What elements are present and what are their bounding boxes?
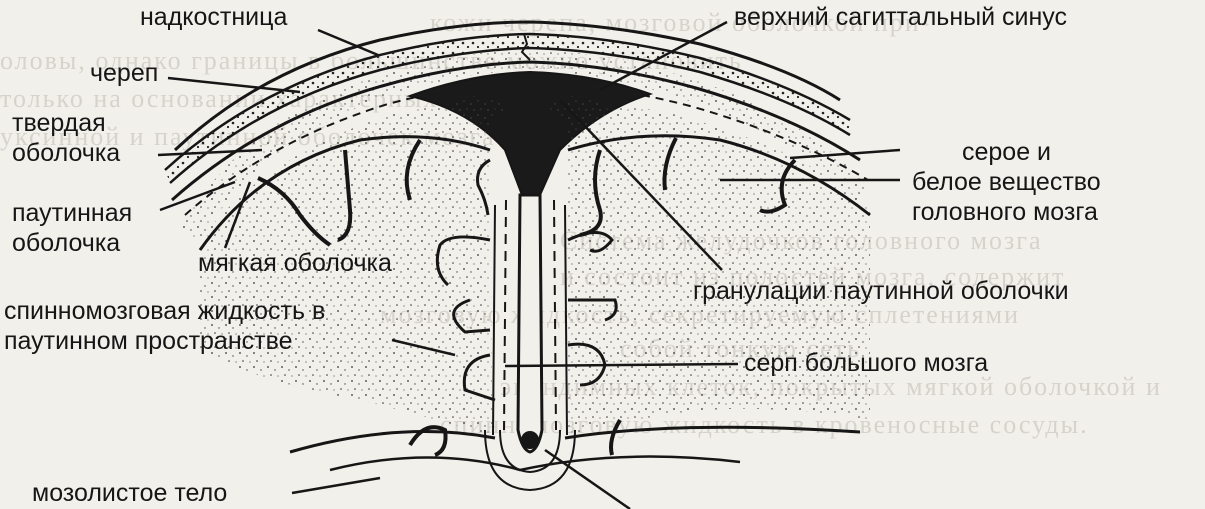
- label-dura-mater-line-2: оболочка: [12, 139, 121, 167]
- label-dura-mater: твердая оболочка: [12, 108, 120, 168]
- label-gray-white-matter-line-3: головного мозга: [912, 198, 1098, 226]
- leader-pia: [223, 181, 252, 249]
- falx-inner-left: [492, 204, 496, 436]
- leader-falx: [504, 362, 739, 368]
- falx-inner-right: [564, 204, 568, 436]
- label-csf-line-1: спинномозговая жидкость в: [4, 297, 326, 325]
- sagittal-suture: [520, 33, 531, 61]
- sulcus-left-7: [462, 353, 496, 402]
- sulcus-right-4: [567, 231, 614, 253]
- sulcus-left-2: [337, 149, 353, 242]
- periosteum-layer: [173, 20, 841, 152]
- leader-periosteum: [317, 28, 379, 57]
- label-arachnoid: паутинная оболочка: [12, 198, 132, 258]
- leader-arachnoid: [159, 180, 236, 212]
- dura-line: [171, 60, 861, 202]
- sulcus-left-4: [476, 158, 491, 216]
- falx-dashes-left: [503, 199, 507, 431]
- sulcus-right-1: [579, 149, 603, 237]
- label-corpus-callosum: мозолистое тело: [32, 479, 228, 507]
- sulcus-left-1: [257, 176, 332, 247]
- leader-csf: [391, 338, 456, 357]
- sulcus-left-3: [404, 138, 422, 201]
- falx-sinus: [521, 431, 539, 449]
- lower-dura-left: [289, 430, 496, 454]
- sulcus-right-3: [759, 158, 797, 214]
- sulcus-right-2: [662, 137, 678, 191]
- label-skull: череп: [90, 59, 159, 87]
- sulcus-right-7: [609, 418, 622, 456]
- label-gray-white-matter-line-2: белое вещество: [912, 168, 1101, 196]
- lower-membrane: [329, 455, 741, 472]
- leader-skull: [167, 76, 301, 94]
- label-dura-mater-line-1: твердая: [12, 109, 106, 137]
- lower-dura-right: [564, 425, 861, 440]
- label-arachnoid-line-1: паутинная: [12, 199, 133, 227]
- label-falx-cerebri: серп большого мозга: [744, 349, 989, 377]
- falx-cerebri: [516, 193, 544, 454]
- sulcus-left-5: [435, 235, 491, 287]
- label-superior-sagittal-sinus: верхний сагиттальный синус: [734, 3, 1068, 31]
- label-pia-mater: мягкая оболочка: [198, 249, 392, 277]
- skull-inner-line: [169, 46, 851, 184]
- label-csf: спинномозговая жидкость в паутинном прос…: [4, 296, 325, 356]
- leader-gray-white-matter: [789, 148, 901, 160]
- leader-bottom: [544, 448, 631, 509]
- label-arachnoid-line-2: оболочка: [12, 229, 121, 257]
- leader-corpus-callosum: [291, 476, 381, 495]
- right-hemisphere-outline: [567, 134, 871, 217]
- leader-granulations: [559, 99, 723, 271]
- left-hemisphere-outline: [198, 135, 491, 251]
- falx-dashes-right: [553, 199, 557, 431]
- sulcus-left-6: [452, 298, 491, 334]
- label-gray-white-matter-line-1: серое и: [962, 138, 1052, 166]
- sulcus-left-8: [408, 425, 448, 457]
- label-gray-white-matter: серое и белое вещество головного мозга: [912, 137, 1101, 227]
- label-periosteum: надкостница: [140, 3, 288, 31]
- skull-bone: [165, 34, 850, 183]
- falx-ring-2: [484, 429, 576, 492]
- sulcus-right-5: [568, 298, 618, 322]
- label-arachnoid-granulations: гранулации паутинной оболочки: [693, 277, 1069, 305]
- falx-ring-1: [499, 429, 561, 474]
- label-csf-line-2: паутинном пространстве: [4, 327, 293, 355]
- leader-sagittal-sinus: [599, 20, 728, 92]
- leader-dura: [157, 148, 263, 157]
